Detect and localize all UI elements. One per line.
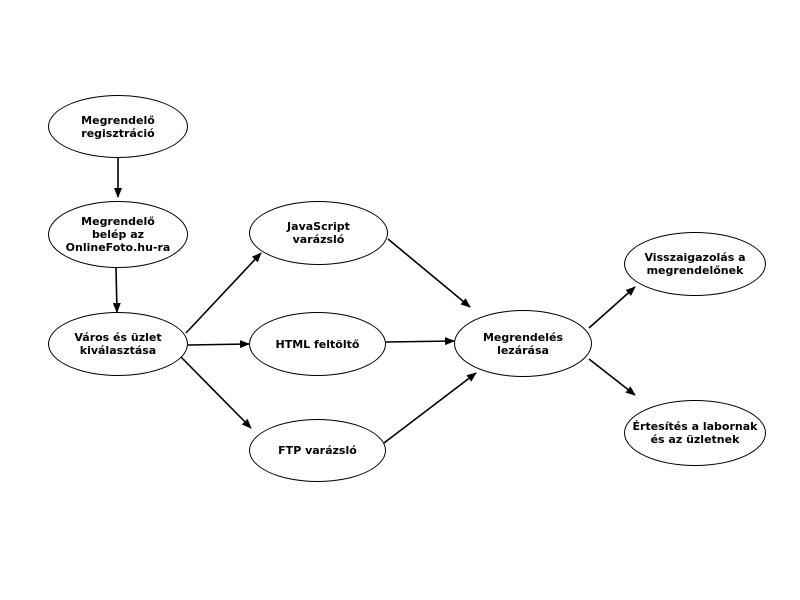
node-label: Megrendelő regisztráció — [81, 113, 155, 140]
node-html-uploader: HTML feltöltő — [249, 312, 386, 376]
node-label: HTML feltöltő — [275, 337, 360, 351]
node-login: Megrendelő belép az OnlineFoto.hu-ra — [48, 201, 188, 268]
edge-ftp-to-close — [383, 372, 477, 444]
edge-city-to-html — [187, 340, 250, 349]
node-city-shop-select: Város és üzlet kiválasztása — [48, 312, 188, 376]
node-notification: Értesítés a labornak és az üzletnek — [624, 400, 766, 466]
node-label: JavaScript varázsló — [287, 220, 350, 246]
node-confirmation: Visszaigazolás a megrendelőnek — [624, 232, 766, 296]
edge-login-to-city — [112, 267, 121, 313]
node-registration: Megrendelő regisztráció — [48, 95, 188, 158]
node-label: Értesítés a labornak és az üzletnek — [632, 420, 758, 446]
node-ftp-wizard: FTP varázsló — [249, 419, 386, 482]
edge-close-to-confirm — [588, 286, 636, 329]
node-label: Megrendelő belép az OnlineFoto.hu-ra — [65, 215, 171, 254]
node-label: Visszaigazolás a megrendelőnek — [644, 251, 746, 277]
node-order-close: Megrendelés lezárása — [454, 310, 592, 377]
node-javascript-wizard: JavaScript varázsló — [249, 201, 388, 265]
node-label: FTP varázsló — [278, 444, 357, 457]
edge-city-to-js — [185, 252, 262, 334]
edge-city-to-ftp — [180, 356, 252, 429]
edge-js-to-close — [387, 238, 471, 308]
edge-html-to-close — [385, 337, 455, 346]
node-label: Megrendelés lezárása — [482, 330, 564, 357]
edge-close-to-notify — [588, 358, 636, 396]
node-label: Város és üzlet kiválasztása — [74, 331, 162, 357]
